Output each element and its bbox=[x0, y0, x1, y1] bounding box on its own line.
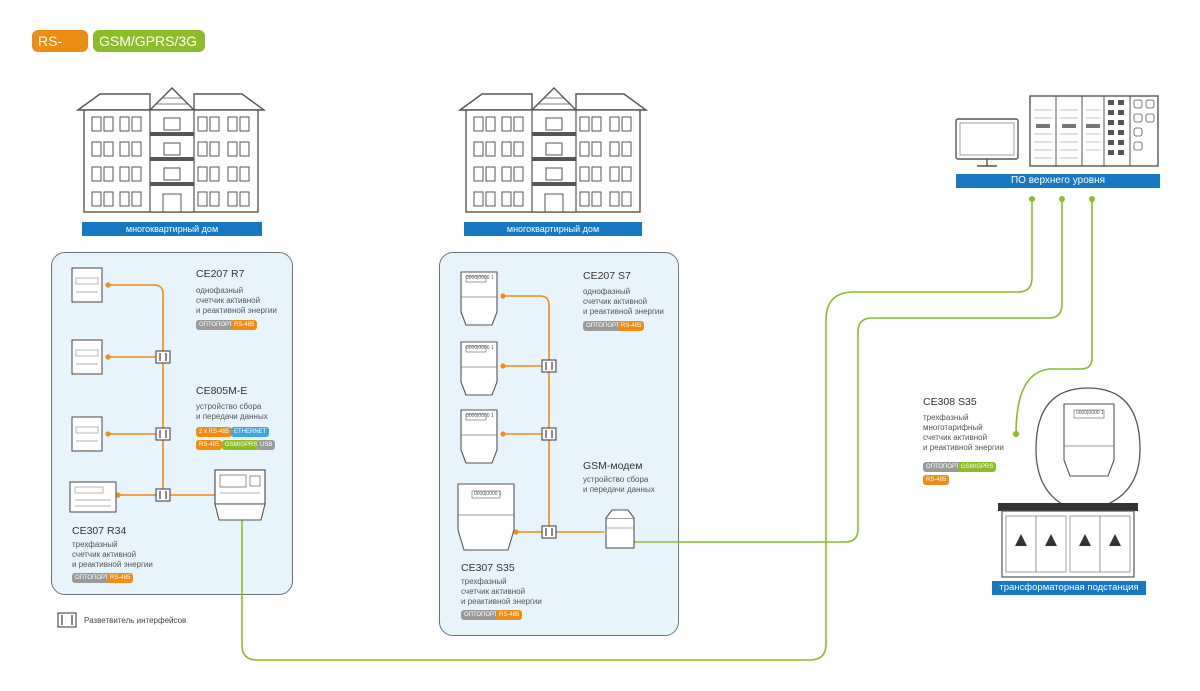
ce805-desc-1: устройство сбора bbox=[196, 402, 262, 411]
meter-ce307s35-icon bbox=[457, 483, 515, 551]
ce805-badge-usb: USB bbox=[257, 440, 276, 450]
transformer-substation-icon bbox=[998, 503, 1138, 578]
ce308-desc-4: и реактивной энергии bbox=[923, 443, 1004, 452]
server-rack-icon bbox=[1029, 95, 1159, 167]
meter-ce308s35-callout bbox=[1035, 387, 1141, 530]
ce805-badge-gsm: GSM/GPRS bbox=[222, 440, 261, 450]
ce805-data-collector-icon bbox=[214, 469, 266, 521]
ce207r7-badge-optoport: ОПТОПОРТ bbox=[196, 320, 236, 330]
rs485-wires-panel2 bbox=[503, 295, 604, 533]
ce207s7-badge-optoport: ОПТОПОРТ bbox=[583, 321, 623, 331]
ce805-badge-ethernet: ETHERNET bbox=[231, 427, 270, 437]
ce207r7-badge-rs485: RS-485 bbox=[231, 320, 258, 330]
ce207s7-title: CE207 S7 bbox=[583, 270, 631, 282]
upper-software-label: ПО верхнего уровня bbox=[956, 174, 1160, 188]
ce307r34-title: CE307 R34 bbox=[72, 525, 127, 537]
ce805-desc-2: и передачи данных bbox=[196, 412, 268, 421]
ce308-badge-gsm: GSM/GPRS bbox=[958, 462, 997, 472]
ce307r34-desc-2: счетчик активной bbox=[72, 550, 137, 559]
ce308-desc-2: многотарифный bbox=[923, 423, 983, 432]
ce207s7-desc-2: счетчик активной bbox=[583, 297, 648, 306]
ce307r34-desc-3: и реактивной энергии bbox=[72, 560, 153, 569]
rs485-endpoints-panel1 bbox=[105, 282, 121, 498]
gsm-modem-desc-1: устройство сбора bbox=[583, 475, 649, 484]
splitter-inner bbox=[61, 353, 553, 625]
meter-screen-1: 0000|0000 1 bbox=[466, 275, 494, 281]
gsm-wire-endpoints bbox=[1013, 196, 1095, 437]
substation-label: трансформаторная подстанция bbox=[992, 581, 1146, 595]
gsm-modem-icon bbox=[605, 509, 635, 549]
meter-ce307r34-icon bbox=[69, 481, 117, 513]
ce308-title: CE308 S35 bbox=[923, 396, 977, 408]
building2-label: многоквартирный дом bbox=[464, 222, 642, 236]
ce307r34-desc-1: трехфазный bbox=[72, 540, 118, 549]
ce307r34-badge-rs485: RS-485 bbox=[107, 573, 134, 583]
rs485-endpoints-panel2 bbox=[500, 293, 519, 535]
splitter-legend-text: Разветвитель интерфейсов bbox=[84, 616, 187, 625]
rs485-legend-pill: RS-485 bbox=[32, 30, 88, 71]
ce307s35-badge-optoport: ОПТОПОРТ bbox=[461, 610, 501, 620]
ce307r34-badge-optoport: ОПТОПОРТ bbox=[72, 573, 112, 583]
ce307s35-desc-3: и реактивной энергии bbox=[461, 597, 542, 606]
meter-screen-2: 0000|0000 1 bbox=[466, 345, 494, 351]
ce308-desc-1: трехфазный bbox=[923, 413, 969, 422]
gsm-modem-desc-2: и передачи данных bbox=[583, 485, 655, 494]
ce207s7-desc-1: однофазный bbox=[583, 287, 631, 296]
ce207s7-badge-rs485: RS-485 bbox=[618, 321, 645, 331]
ce805-badge-rs485: RS-485 bbox=[196, 440, 223, 450]
apartment-building-2-icon bbox=[457, 87, 649, 213]
ce207r7-title: CE207 R7 bbox=[196, 268, 245, 280]
ce308-badge-optoport: ОПТОПОРТ bbox=[923, 462, 963, 472]
ce307s35-title: CE307 S35 bbox=[461, 562, 515, 574]
ce805-badge-2xrs485: 2 x RS-485 bbox=[196, 427, 233, 437]
gsm-wires bbox=[241, 200, 1093, 661]
ce308-badge-rs485: RS-485 bbox=[923, 475, 950, 485]
gsm-legend-pill: GSM/GPRS/3G bbox=[93, 30, 205, 52]
ce207r7-desc-2: счетчик активной bbox=[196, 296, 261, 305]
meter-screen-5: 0000|0000 1 bbox=[1076, 410, 1104, 416]
ce207r7-desc-1: однофазный bbox=[196, 286, 244, 295]
gsm-modem-title: GSM-модем bbox=[583, 460, 643, 472]
building1-label: многоквартирный дом bbox=[82, 222, 262, 236]
rs485-wires-panel1 bbox=[108, 284, 215, 496]
ce307s35-badge-rs485: RS-485 bbox=[496, 610, 523, 620]
ce207s7-desc-3: и реактивной энергии bbox=[583, 307, 664, 316]
meter-screen-4: 0000|0000 1 bbox=[474, 491, 502, 497]
ce307s35-desc-2: счетчик активной bbox=[461, 587, 526, 596]
apartment-building-1-icon bbox=[75, 87, 267, 213]
ce307s35-desc-1: трехфазный bbox=[461, 577, 507, 586]
ce805-title: CE805M-E bbox=[196, 385, 248, 397]
meter-screen-3: 0000|0000 1 bbox=[466, 413, 494, 419]
ce207r7-desc-3: и реактивной энергии bbox=[196, 306, 277, 315]
ce308-desc-3: счетчик активной bbox=[923, 433, 988, 442]
meter-ce207s7-icons bbox=[460, 271, 498, 464]
computer-monitor-icon bbox=[955, 118, 1019, 167]
meter-ce207r7-icons bbox=[71, 267, 103, 452]
